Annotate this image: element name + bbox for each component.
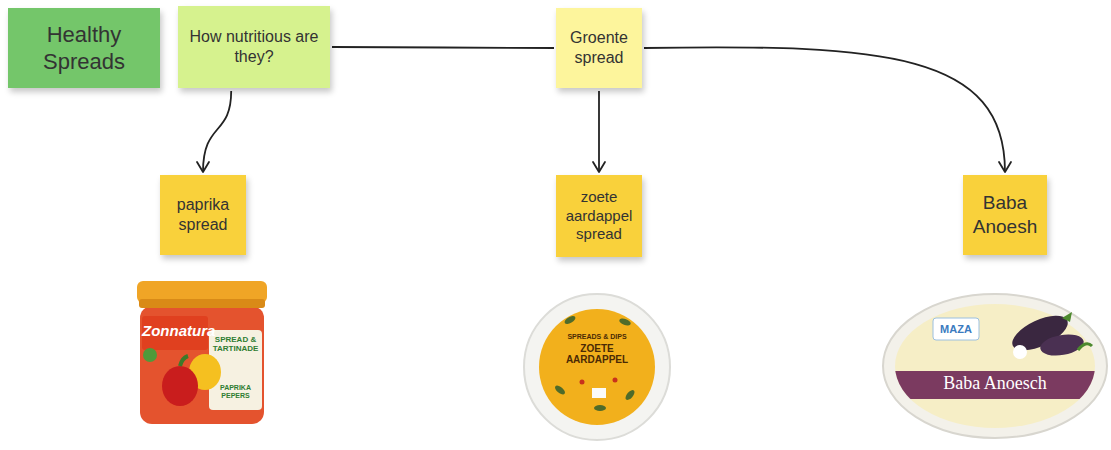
oval-lid: [895, 304, 1095, 428]
category-note: Groente spread: [556, 8, 642, 88]
eggplant-cap: [1062, 312, 1072, 322]
arrow-head: [593, 162, 605, 172]
pepper-stem: [180, 356, 188, 366]
garlic: [1013, 345, 1027, 359]
logo-band: [142, 316, 208, 350]
product-flavour: PAPRIKA PEPERS: [210, 384, 261, 399]
product-type: SPREAD & TARTINADE: [210, 336, 261, 354]
brand-logo: MAZA: [933, 323, 979, 335]
arrow-head: [197, 162, 209, 172]
connector: [593, 91, 605, 172]
price-sticker: [592, 388, 606, 398]
chili-flake: [613, 378, 618, 383]
logo-badge: [933, 318, 979, 340]
purple-band: [880, 371, 1110, 399]
connector-line: [598, 91, 600, 172]
connector: [332, 47, 554, 48]
chili-flake: [580, 380, 585, 385]
jar-rim: [139, 299, 265, 308]
seed: [553, 384, 566, 396]
tub-rim: [524, 294, 670, 440]
note-text: zoete aardappel spread: [560, 188, 638, 244]
tub-illustration: [524, 294, 670, 440]
connector-line: [332, 47, 554, 48]
seed: [594, 405, 606, 411]
tub-spread: [539, 309, 655, 425]
jar-body: [140, 306, 264, 424]
seed: [624, 388, 636, 401]
seed: [618, 317, 631, 327]
seed: [563, 314, 576, 325]
note-text: Healthy Spreads: [12, 21, 156, 76]
product-note: paprika spread: [160, 175, 246, 255]
badge: [143, 348, 157, 362]
product-note: zoete aardappel spread: [556, 175, 642, 257]
brand-logo: Zonnatura: [142, 323, 208, 340]
product-name: ZOETE AARDAPPEL: [549, 343, 645, 365]
connector: [644, 47, 1011, 172]
note-text: paprika spread: [164, 195, 242, 235]
connector-line: [644, 47, 1005, 172]
title-note: Healthy Spreads: [8, 8, 160, 88]
herb: [1078, 344, 1092, 350]
jar-illustration: [137, 281, 267, 424]
product-name: Baba Anoesch: [905, 374, 1085, 394]
arrow-head: [999, 162, 1011, 172]
oval-tub-illustration: [880, 294, 1110, 438]
question-note: How nutritious are they?: [178, 6, 330, 88]
product-note: Baba Anoesh: [963, 175, 1047, 255]
note-text: Baba Anoesh: [967, 191, 1043, 239]
note-text: How nutritious are they?: [182, 27, 326, 67]
connector: [197, 91, 231, 172]
note-text: Groente spread: [560, 28, 638, 68]
product-line: SPREADS & DIPS: [557, 333, 637, 341]
connector-line: [203, 91, 231, 172]
red-pepper: [162, 366, 198, 406]
oval-rim: [883, 294, 1107, 438]
eggplant: [1039, 331, 1086, 358]
